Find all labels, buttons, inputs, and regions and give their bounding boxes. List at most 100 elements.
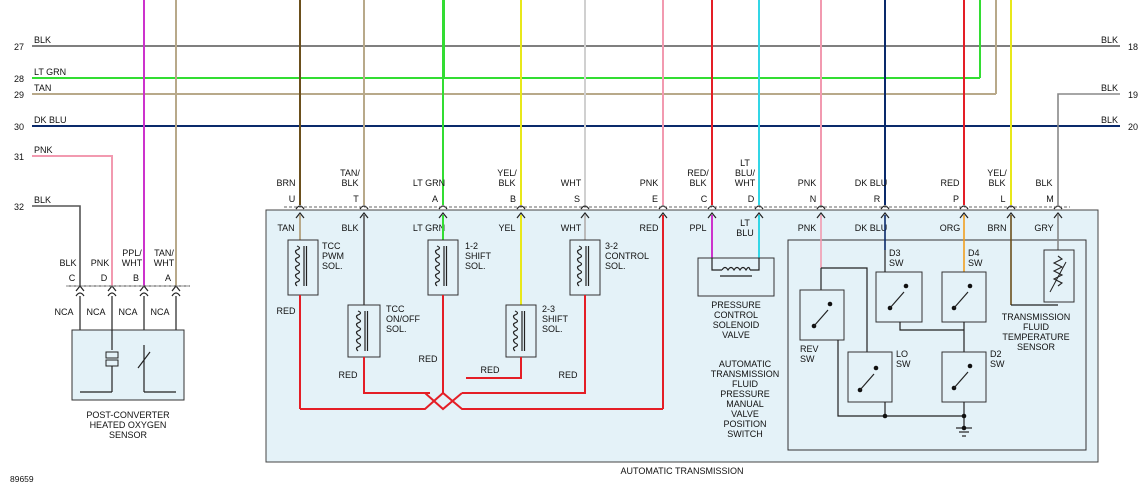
rev-switch-blade bbox=[813, 309, 829, 327]
trans-pin-N: N bbox=[810, 194, 817, 204]
o2-wire-color-0: BLK bbox=[59, 258, 76, 268]
trans-wire-out-color-P: RED bbox=[940, 178, 960, 188]
o2-sense-arrow bbox=[137, 351, 151, 369]
figure-id: 89659 bbox=[10, 474, 34, 484]
circuit-color-label-20: BLK bbox=[1101, 115, 1118, 125]
trans-connector-arrow-M bbox=[1053, 212, 1063, 219]
circuit-number-18: 18 bbox=[1128, 42, 1138, 52]
trans-pin-S: S bbox=[574, 194, 580, 204]
control-32-return bbox=[462, 295, 586, 394]
trans-connector-arrow-N bbox=[816, 212, 826, 219]
red-bus-cross bbox=[424, 392, 463, 411]
circuit-color-label-32: BLK bbox=[34, 195, 51, 205]
o2-pin-C: C bbox=[69, 273, 76, 283]
trans-connector-cap-D bbox=[754, 205, 764, 210]
circuit-color-label-18: BLK bbox=[1101, 35, 1118, 45]
trans-connector-arrow-S bbox=[580, 212, 590, 219]
trans-connector-arrow-A bbox=[438, 212, 448, 219]
trans-connector-arrow-R bbox=[880, 212, 890, 219]
d3-sw-return bbox=[899, 322, 964, 331]
o2-connector-arrow-3 bbox=[171, 285, 181, 292]
d3-switch-blade bbox=[889, 291, 905, 309]
trans-wire-out-color-B: YEL/BLK bbox=[497, 168, 517, 188]
temp-sensor-box bbox=[1043, 249, 1075, 303]
circuit-color-label-29: TAN bbox=[34, 83, 51, 93]
shift-23-return bbox=[466, 357, 522, 379]
trans-connector-arrow-L bbox=[1006, 212, 1016, 219]
trans-wire-in-color-A: LT GRN bbox=[413, 223, 445, 233]
trans-wire-out-color-N: PNK bbox=[798, 178, 817, 188]
trans-pin-R: R bbox=[874, 194, 881, 204]
rev-switch-contact-b bbox=[827, 301, 833, 307]
tcc-onoff-coil-winding bbox=[355, 310, 362, 352]
trans-wire-out-color-T: TAN/BLK bbox=[340, 168, 360, 188]
circuit-number-20: 20 bbox=[1128, 122, 1138, 132]
shift-23-coil bbox=[512, 310, 526, 352]
lo-switch-contact-b bbox=[873, 365, 879, 371]
circuit-color-label-19: BLK bbox=[1101, 83, 1118, 93]
rev-sw-return bbox=[837, 340, 965, 417]
red-label-1: RED bbox=[338, 370, 358, 380]
trans-connector-arrow-D bbox=[754, 212, 764, 219]
shift-12-coil-winding bbox=[434, 245, 441, 287]
circuit-number-28: 28 bbox=[14, 74, 24, 84]
trans-connector-arrow-E bbox=[658, 212, 668, 219]
rev-switch-box bbox=[799, 289, 845, 341]
wire-31-pnk bbox=[32, 155, 113, 286]
o2-nca-3: NCA bbox=[150, 307, 169, 317]
red-bus-bottom bbox=[300, 391, 663, 410]
trans-connector-cap-U bbox=[295, 205, 305, 210]
tcc-pwm-coil bbox=[294, 245, 308, 287]
pcs-coil bbox=[721, 266, 751, 272]
trans-connector-cap-E bbox=[658, 205, 668, 210]
o2-sensor-body bbox=[71, 329, 185, 401]
trans-wire-out-color-C: RED/BLK bbox=[687, 168, 709, 188]
d2-switch-contact-b bbox=[967, 363, 973, 369]
trans-connector-arrow-U bbox=[295, 212, 305, 219]
trans-connector-arrow-T bbox=[359, 212, 369, 219]
trans-connector-cap-C bbox=[707, 205, 717, 210]
trans-connector-cap-N bbox=[816, 205, 826, 210]
o2-connector-cap-0 bbox=[75, 292, 85, 297]
trans-pin-C: C bbox=[701, 194, 708, 204]
trans-wire-in-color-E: RED bbox=[639, 223, 659, 233]
trans-wire-in-color-B: YEL bbox=[498, 223, 515, 233]
o2-nca-1: NCA bbox=[86, 307, 105, 317]
trans-pin-B: B bbox=[510, 194, 516, 204]
o2-pin-D: D bbox=[101, 273, 108, 283]
trans-wire-in-color-C: PPL bbox=[689, 223, 706, 233]
lo-sw-junction bbox=[882, 413, 888, 419]
shift-12-coil bbox=[434, 245, 448, 287]
red-label-0: RED bbox=[276, 306, 296, 316]
o2-connector-cap-1 bbox=[107, 292, 117, 297]
control-32-coil-winding bbox=[576, 245, 583, 287]
o2-connector-arrow-2 bbox=[139, 285, 149, 292]
manual-valve-switch-box bbox=[787, 239, 1087, 451]
trans-connector-cap-T bbox=[359, 205, 369, 210]
tcc-onoff-coil bbox=[355, 310, 369, 352]
o2-pin-A: A bbox=[165, 273, 171, 283]
trans-wire-in-color-M: GRY bbox=[1034, 223, 1053, 233]
o2-nca-0: NCA bbox=[54, 307, 73, 317]
trans-pin-P: P bbox=[953, 194, 959, 204]
trans-connector-cap-P bbox=[959, 205, 969, 210]
circuit-color-label-28: LT GRN bbox=[34, 67, 66, 77]
temp-sensor-arrow bbox=[1049, 261, 1067, 293]
circuit-number-19: 19 bbox=[1128, 90, 1138, 100]
trans-wire-out-color-U: BRN bbox=[276, 178, 295, 188]
trans-wire-in-color-L: BRN bbox=[987, 223, 1006, 233]
o2-heater-element-1 bbox=[105, 351, 119, 359]
trans-pin-U: U bbox=[289, 194, 296, 204]
circuit-number-29: 29 bbox=[14, 90, 24, 100]
